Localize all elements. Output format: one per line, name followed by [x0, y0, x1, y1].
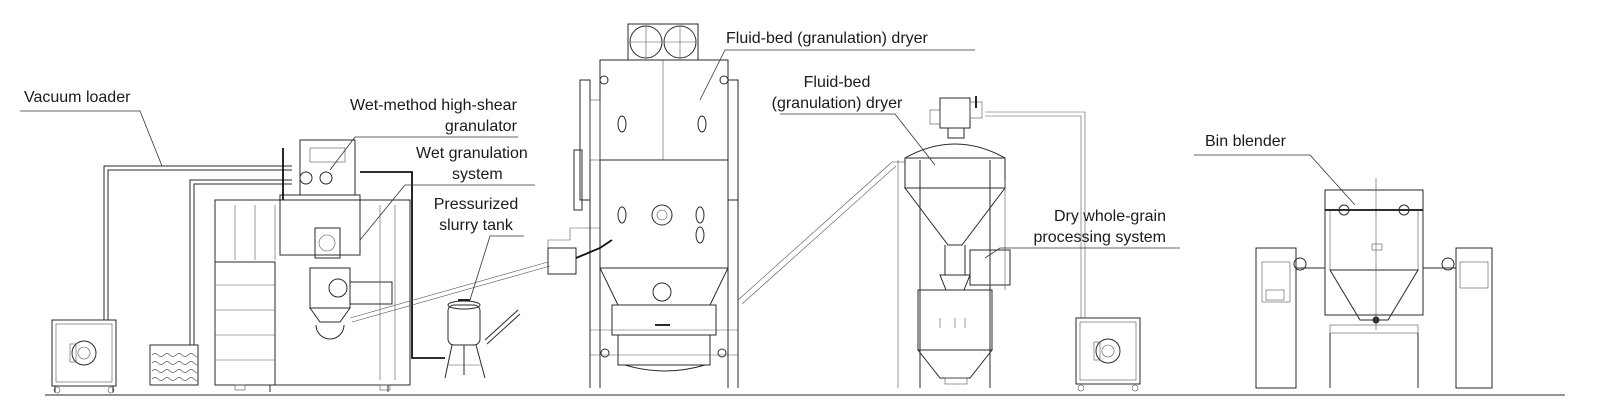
label-dry-whole-grain: Dry whole-grain processing system [1008, 206, 1167, 248]
label-fluid-bed-dryer-2-line2: (granulation) dryer [771, 95, 903, 112]
leader-fluid-bed-2 [780, 113, 936, 166]
leader-fluid-bed-1 [699, 49, 975, 101]
label-dry-whole-grain-line1: Dry whole-grain [1053, 208, 1166, 225]
label-dry-whole-grain-line2: processing system [1033, 229, 1167, 246]
label-high-shear-granulator-line1: Wet-method high-shear [350, 97, 517, 114]
spray-pump [547, 247, 577, 275]
vacuum-loader-unit [51, 165, 292, 394]
label-wet-granulation-line1: Wet granulation [416, 145, 528, 162]
label-wet-granulation-system: Wet granulation system [416, 143, 528, 185]
label-wet-granulation-line2: system [452, 166, 503, 183]
label-slurry-tank: Pressurized slurry tank [428, 194, 524, 236]
label-fluid-bed-dryer-2: Fluid-bed (granulation) dryer [762, 72, 912, 114]
leader-slurry-tank [469, 235, 524, 301]
label-high-shear-granulator: Wet-method high-shear granulator [350, 95, 517, 137]
fluid-bed-dryer-cone [897, 96, 1086, 388]
label-slurry-tank-line1: Pressurized [433, 196, 519, 213]
pressurized-slurry-tank [444, 299, 521, 379]
vacuum-loader-unit-2 [1075, 317, 1141, 392]
label-fluid-bed-dryer-2-line1: Fluid-bed [803, 74, 871, 91]
leader-wet-granulation [359, 184, 535, 241]
fluid-bed-dryer-large [573, 23, 739, 388]
high-shear-granulator [214, 139, 445, 392]
leader-granulator [329, 136, 518, 171]
bin-blender-unit [1255, 178, 1493, 389]
label-bin-blender: Bin blender [1205, 133, 1286, 150]
label-fluid-bed-dryer-1: Fluid-bed (granulation) dryer [726, 30, 928, 47]
label-high-shear-granulator-line2: granulator [444, 118, 517, 135]
leader-bin-blender [1194, 154, 1356, 206]
water-tank [149, 179, 292, 386]
label-slurry-tank-line2: slurry tank [439, 217, 513, 234]
label-vacuum-loader: Vacuum loader [24, 89, 131, 106]
leader-vacuum-loader [20, 110, 163, 167]
leader-dry-whole-grain [984, 247, 1180, 259]
